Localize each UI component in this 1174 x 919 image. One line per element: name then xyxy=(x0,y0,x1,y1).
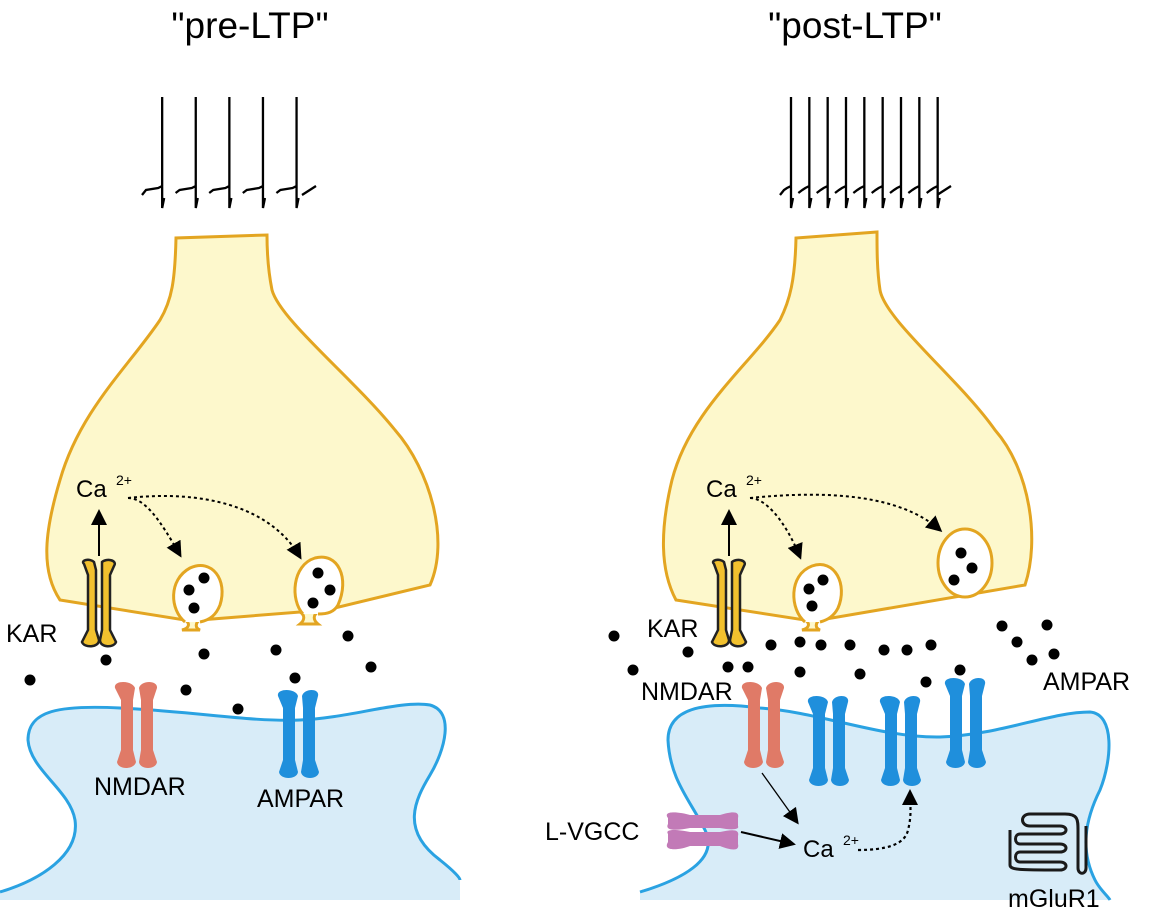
glutamate-molecule xyxy=(289,672,301,684)
glutamate-molecule xyxy=(765,639,777,651)
glutamate-molecule xyxy=(100,654,112,666)
vesicle xyxy=(293,555,345,616)
kar-label: KAR xyxy=(6,620,57,648)
glutamate-molecule xyxy=(627,664,639,676)
l-vgcc-channel xyxy=(666,812,739,850)
calcium-to-vesicle-arrow xyxy=(749,497,803,560)
glutamate-molecule xyxy=(1011,636,1023,648)
calcium-to-vesicle-arrow xyxy=(127,495,302,560)
ampar-receptor xyxy=(277,690,319,778)
glutamate-molecule xyxy=(742,661,754,673)
svg-text:2+: 2+ xyxy=(746,472,762,488)
svg-text:2+: 2+ xyxy=(116,472,132,488)
calcium-to-ampar-arrow xyxy=(857,789,919,852)
action-potential-trace xyxy=(779,97,952,209)
glutamate-molecule xyxy=(815,639,827,651)
glutamate-molecule xyxy=(920,676,932,688)
ampar-receptor xyxy=(879,696,921,786)
glutamate-molecule xyxy=(1026,654,1038,666)
glutamate-molecule xyxy=(722,661,734,673)
panel-title: "post-LTP" xyxy=(768,5,942,46)
glutamate-molecule xyxy=(342,630,354,642)
kar-label: KAR xyxy=(647,615,698,643)
panel-title: "pre-LTP" xyxy=(171,5,328,46)
glutamate-molecule xyxy=(844,639,856,651)
glutamate-molecule xyxy=(608,630,620,642)
action-potential-trace xyxy=(141,97,317,209)
ampar-label: AMPAR xyxy=(257,785,344,813)
spike-train xyxy=(779,97,952,209)
calcium-to-vesicle-arrow xyxy=(127,497,182,558)
vesicle xyxy=(792,563,843,624)
ampar-receptor xyxy=(944,678,986,768)
glutamate-molecule xyxy=(794,666,806,678)
glutamate-molecule xyxy=(925,639,937,651)
ampar-receptor xyxy=(807,696,849,786)
kar-receptor xyxy=(710,558,748,648)
l-vgcc-label: L-VGCC xyxy=(545,818,639,846)
spike-train xyxy=(141,97,317,209)
svg-text:2+: 2+ xyxy=(843,832,859,848)
glutamate-molecule xyxy=(996,620,1008,632)
panel-post-ltp: "post-LTP" KAR Ca 2+ xyxy=(545,5,1130,913)
glutamate-molecule xyxy=(1041,619,1053,631)
svg-text:Ca: Ca xyxy=(706,476,737,503)
nmdar-label: NMDAR xyxy=(641,678,733,706)
glutamate-molecule xyxy=(1048,648,1060,660)
glutamate-molecule xyxy=(232,703,244,715)
calcium-label: Ca 2+ xyxy=(706,472,762,503)
ampar-label: AMPAR xyxy=(1043,668,1130,696)
glutamate-molecules xyxy=(24,630,377,715)
lvgcc-calcium-arrow xyxy=(740,831,796,849)
vesicle xyxy=(172,564,224,624)
mglur1-label: mGluR1 xyxy=(1008,885,1100,913)
kar-receptor xyxy=(80,558,118,648)
calcium-to-vesicle-arrow xyxy=(749,493,943,532)
nmdar-calcium-arrow xyxy=(761,772,799,825)
vesicle xyxy=(936,527,994,599)
nmdar-receptor xyxy=(114,682,158,768)
calcium-label: Ca 2+ xyxy=(803,832,859,863)
glutamate-molecule xyxy=(878,644,890,656)
glutamate-molecule xyxy=(24,674,36,686)
glutamate-molecule xyxy=(901,644,913,656)
mglur1-receptor xyxy=(1008,812,1088,875)
glutamate-molecule xyxy=(270,644,282,656)
glutamate-molecule xyxy=(794,636,806,648)
glutamate-molecule xyxy=(854,668,866,680)
glutamate-molecule xyxy=(198,648,210,660)
postsynaptic-spine xyxy=(0,704,460,900)
glutamate-molecule xyxy=(954,664,966,676)
nmdar-label: NMDAR xyxy=(94,773,186,801)
nmdar-receptor xyxy=(741,682,785,768)
glutamate-molecule xyxy=(180,684,192,696)
glutamate-molecule xyxy=(365,661,377,673)
calcium-label: Ca 2+ xyxy=(76,472,132,503)
svg-text:Ca: Ca xyxy=(803,836,834,863)
svg-text:Ca: Ca xyxy=(76,476,107,503)
glutamate-molecules xyxy=(608,619,1060,688)
glutamate-molecule xyxy=(682,646,694,658)
panel-pre-ltp: "pre-LTP" KAR Ca 2+ xyxy=(0,5,462,900)
